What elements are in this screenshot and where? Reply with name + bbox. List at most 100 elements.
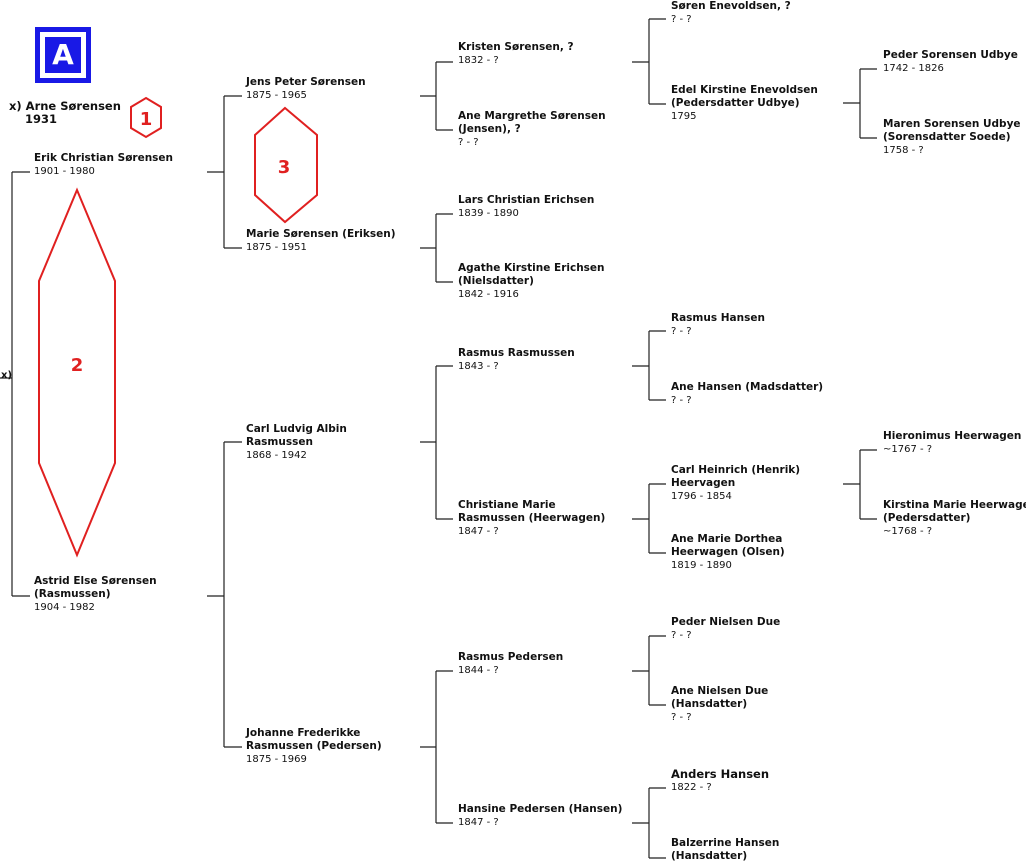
person-card[interactable]: Rasmus Rasmussen 1843 - ? bbox=[458, 347, 575, 373]
person-name: Ane Margrethe Sørensen(Jensen), ? bbox=[458, 110, 606, 135]
connector-root bbox=[0, 171, 30, 597]
marriage-x-mark: x) bbox=[1, 370, 13, 381]
connector-g4e bbox=[843, 449, 877, 520]
person-name: Jens Peter Sørensen bbox=[246, 76, 366, 88]
person-name: Kirstina Marie Heerwagen(Pedersdatter) bbox=[883, 499, 1026, 524]
connector-g2d bbox=[420, 670, 453, 824]
person-dates: 1847 - ? bbox=[458, 526, 499, 537]
person-dates: 1844 - ? bbox=[458, 665, 499, 676]
connector-g4b bbox=[843, 68, 877, 139]
person-dates: ? - ? bbox=[671, 712, 692, 723]
person-dates: 1904 - 1982 bbox=[34, 602, 95, 613]
section-badge: A bbox=[35, 27, 91, 83]
person-name: Anders Hansen bbox=[671, 767, 770, 781]
connector-g2c bbox=[420, 365, 453, 520]
person-name: Edel Kirstine Enevoldsen(Pedersdatter Ud… bbox=[671, 84, 818, 109]
connector-g2b bbox=[420, 213, 453, 283]
person-dates: 1875 - 1965 bbox=[246, 90, 307, 101]
connector-g3g bbox=[632, 635, 666, 706]
person-dates: ~1768 - ? bbox=[883, 526, 933, 537]
person-dates: 1839 - 1890 bbox=[458, 208, 519, 219]
person-card[interactable]: Jens Peter Sørensen 1875 - 1965 bbox=[246, 76, 366, 102]
person-dates: ~1767 - ? bbox=[883, 444, 933, 455]
person-dates: ? - ? bbox=[458, 137, 479, 148]
person-card[interactable]: Balzerrine Hansen(Hansdatter) bbox=[671, 837, 779, 863]
person-name: Ane Nielsen Due(Hansdatter) bbox=[671, 685, 769, 710]
person-card[interactable]: Astrid Else Sørensen(Rasmussen) 1904 - 1… bbox=[34, 575, 157, 614]
person-name: Søren Enevoldsen, ? bbox=[671, 0, 791, 12]
person-dates: ? - ? bbox=[671, 630, 692, 641]
person-card[interactable]: Hieronimus Heerwagen ~1767 - ? bbox=[883, 430, 1021, 456]
person-card[interactable]: Hansine Pedersen (Hansen) 1847 - ? bbox=[458, 803, 622, 829]
person-dates: 1868 - 1942 bbox=[246, 450, 307, 461]
person-card[interactable]: Erik Christian Sørensen 1901 - 1980 bbox=[34, 152, 173, 178]
person-card[interactable]: Anders Hansen 1822 - ? bbox=[671, 767, 769, 794]
person-dates: 1843 - ? bbox=[458, 361, 499, 372]
section-badge-letter: A bbox=[45, 37, 81, 73]
person-dates: 1795 bbox=[671, 111, 697, 122]
person-dates: 1832 - ? bbox=[458, 55, 499, 66]
connector-g1a bbox=[207, 95, 242, 249]
person-card[interactable]: Kirstina Marie Heerwagen(Pedersdatter) ~… bbox=[883, 499, 1026, 538]
person-dates: 1742 - 1826 bbox=[883, 63, 944, 74]
person-card[interactable]: Ane Hansen (Madsdatter) ? - ? bbox=[671, 381, 823, 407]
person-name: Peder Nielsen Due bbox=[671, 616, 781, 628]
person-name: Kristen Sørensen, ? bbox=[458, 41, 574, 53]
person-name: Peder Sorensen Udbye bbox=[883, 49, 1018, 61]
person-card[interactable]: Ane Margrethe Sørensen(Jensen), ? ? - ? bbox=[458, 110, 606, 149]
person-dates: 1796 - 1854 bbox=[671, 491, 732, 502]
connector-g1b bbox=[207, 441, 242, 748]
person-dates: 1875 - 1969 bbox=[246, 754, 307, 765]
person-card[interactable]: Kristen Sørensen, ? 1832 - ? bbox=[458, 41, 574, 67]
marriage-spouse: x) Arne Sørensen bbox=[9, 99, 121, 113]
person-name: Hieronimus Heerwagen bbox=[883, 430, 1022, 442]
person-card[interactable]: Rasmus Hansen ? - ? bbox=[671, 312, 765, 338]
person-dates: 1847 - ? bbox=[458, 817, 499, 828]
person-dates: ? - ? bbox=[671, 326, 692, 337]
person-dates: 1758 - ? bbox=[883, 145, 924, 156]
connector-g3e bbox=[632, 330, 666, 401]
person-card[interactable]: Søren Enevoldsen, ? ? - ? bbox=[671, 0, 791, 26]
person-card[interactable]: Rasmus Pedersen 1844 - ? bbox=[458, 651, 563, 677]
person-dates: ? - ? bbox=[671, 14, 692, 25]
person-name: Rasmus Hansen bbox=[671, 312, 765, 324]
person-name: Erik Christian Sørensen bbox=[34, 152, 174, 164]
person-name: Maren Sorensen Udbye(Sorensdatter Soede) bbox=[883, 118, 1021, 143]
person-card[interactable]: Edel Kirstine Enevoldsen(Pedersdatter Ud… bbox=[671, 84, 818, 123]
person-dates: 1822 - ? bbox=[671, 782, 712, 793]
person-card[interactable]: Carl Heinrich (Henrik)Heervagen 1796 - 1… bbox=[671, 464, 800, 503]
marriage-year: 1931 bbox=[25, 112, 58, 126]
person-card[interactable]: Lars Christian Erichsen 1839 - 1890 bbox=[458, 194, 594, 220]
person-dates: 1901 - 1980 bbox=[34, 166, 95, 177]
person-name: Rasmus Pedersen bbox=[458, 651, 564, 663]
connector-g3a bbox=[632, 18, 666, 105]
person-name: Balzerrine Hansen(Hansdatter) bbox=[671, 837, 780, 862]
person-dates: 1819 - 1890 bbox=[671, 560, 732, 571]
connector-g3f bbox=[632, 483, 666, 554]
person-dates: 1875 - 1951 bbox=[246, 242, 307, 253]
person-card[interactable]: Agathe Kirstine Erichsen(Nielsdatter) 18… bbox=[458, 262, 605, 301]
person-card[interactable]: Maren Sorensen Udbye(Sorensdatter Soede)… bbox=[883, 118, 1021, 157]
connector-g3h bbox=[632, 787, 666, 859]
person-name: Ane Hansen (Madsdatter) bbox=[671, 381, 824, 393]
person-name: Lars Christian Erichsen bbox=[458, 194, 595, 206]
person-name: Carl Heinrich (Henrik)Heervagen bbox=[671, 464, 801, 489]
marriage-label: x) Arne Sørensen 1931 bbox=[9, 100, 121, 126]
connector-g2a bbox=[420, 61, 453, 131]
person-name: Rasmus Rasmussen bbox=[458, 347, 575, 359]
person-card[interactable]: Peder Nielsen Due ? - ? bbox=[671, 616, 780, 642]
person-name: Marie Sørensen (Eriksen) bbox=[246, 228, 396, 240]
person-card[interactable]: Peder Sorensen Udbye 1742 - 1826 bbox=[883, 49, 1018, 75]
person-card[interactable]: Ane Nielsen Due(Hansdatter) ? - ? bbox=[671, 685, 768, 724]
person-card[interactable]: Marie Sørensen (Eriksen) 1875 - 1951 bbox=[246, 228, 396, 254]
person-name: Agathe Kirstine Erichsen(Nielsdatter) bbox=[458, 262, 605, 287]
